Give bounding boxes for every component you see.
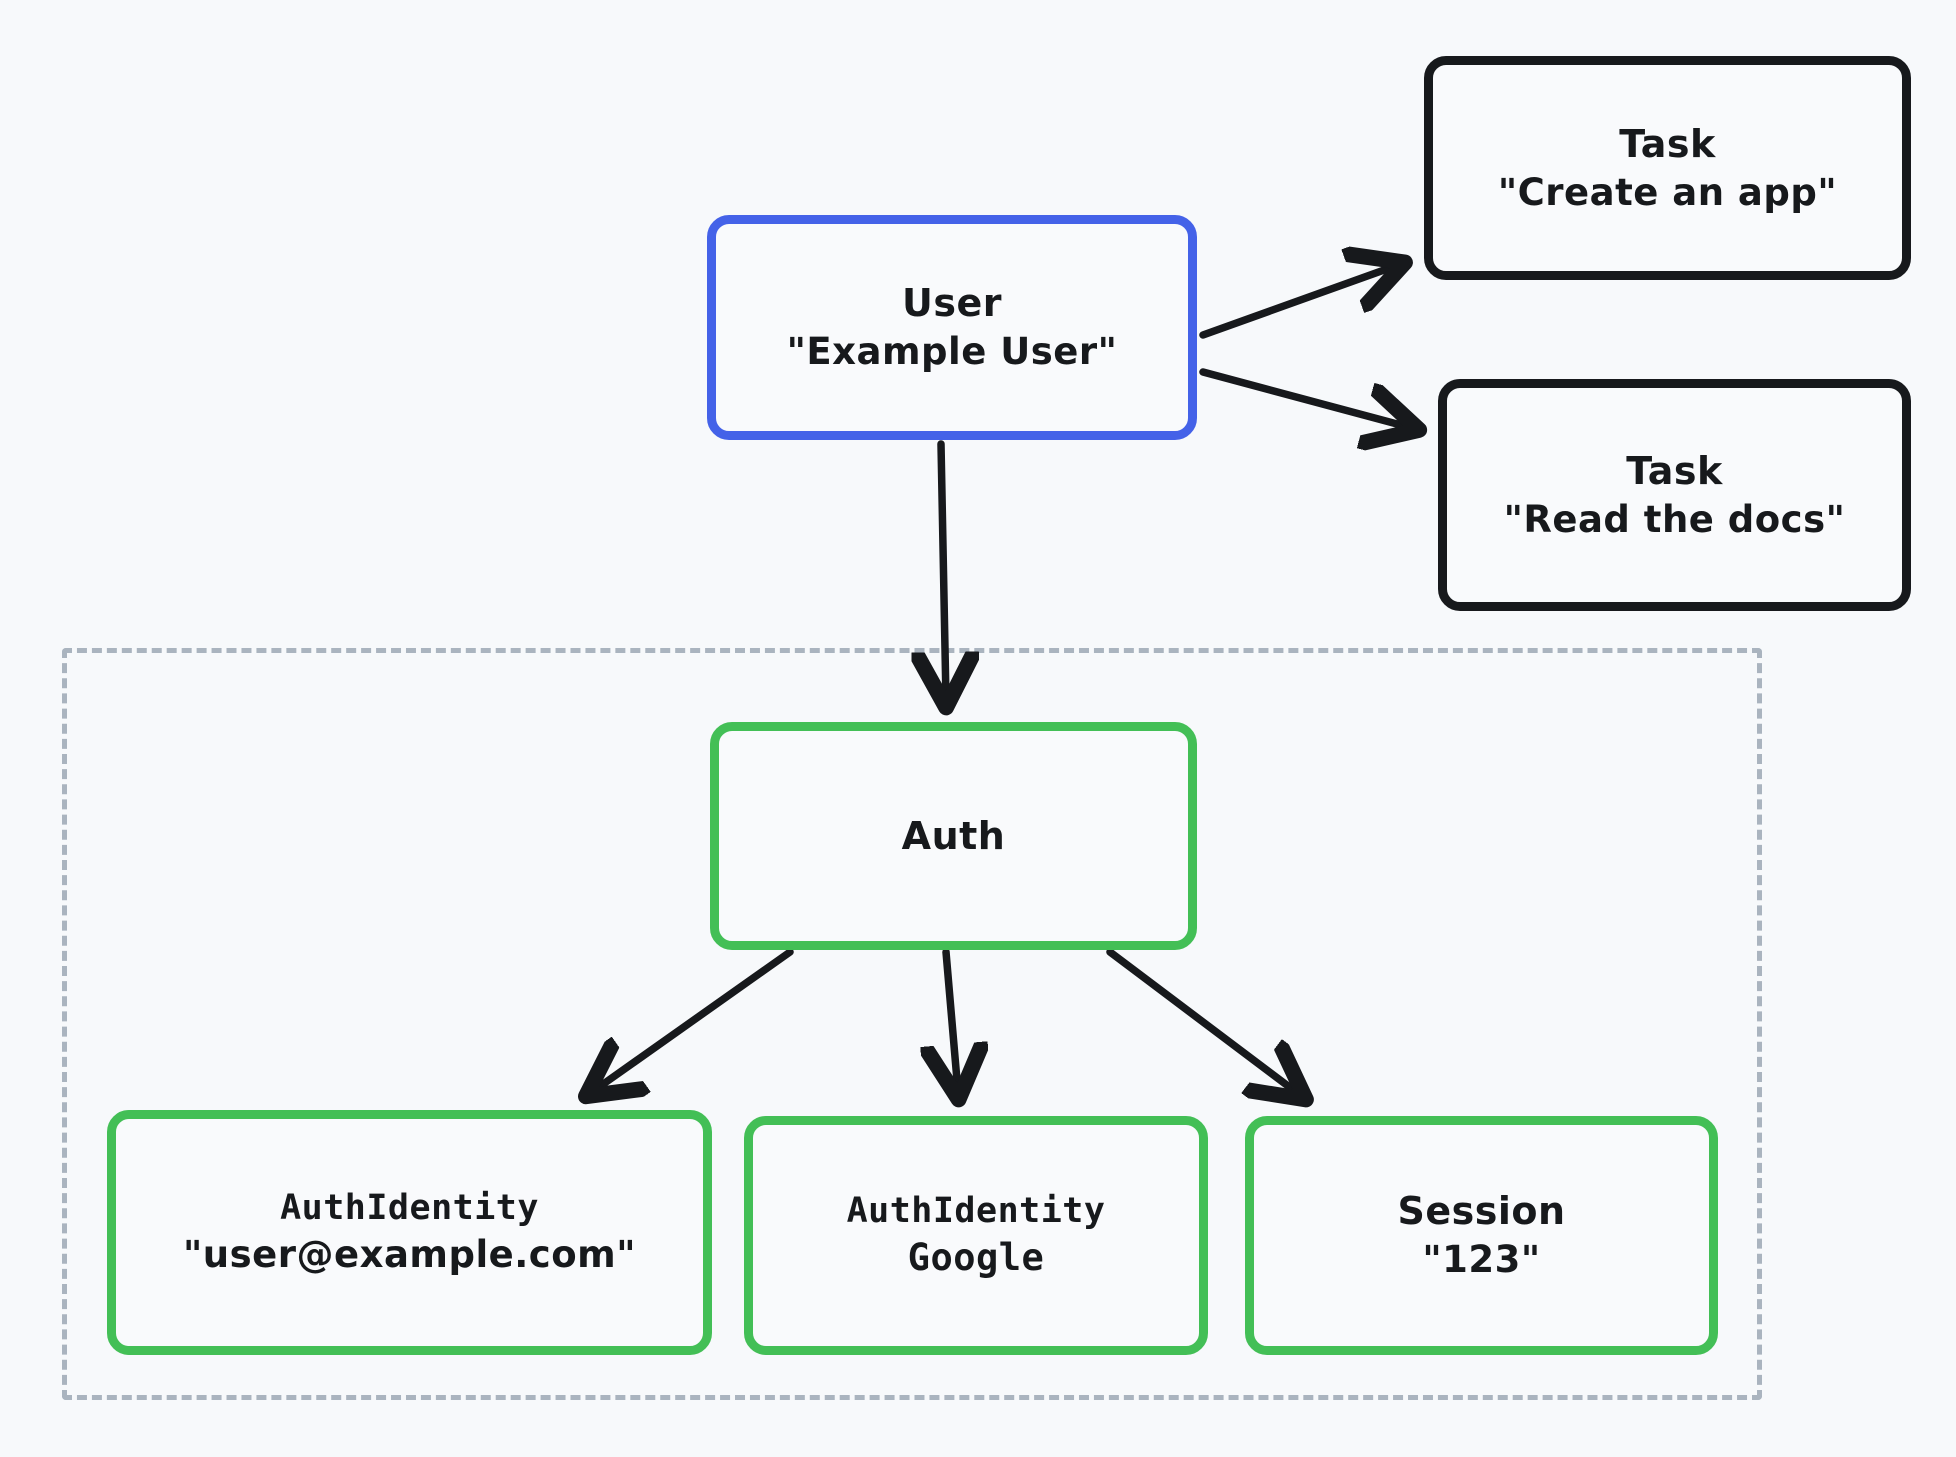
node-session-value: "123": [1422, 1238, 1541, 1282]
node-user-value: "Example User": [786, 330, 1118, 374]
node-auth[interactable]: Auth: [710, 722, 1197, 950]
edge-user-to-task-read-docs: [1199, 368, 1412, 428]
node-task-read-docs-value: "Read the docs": [1503, 497, 1846, 541]
node-task-create-app-type: Task: [1619, 121, 1716, 166]
node-authidentity-email[interactable]: AuthIdentity "user@example.com": [107, 1110, 712, 1355]
node-user[interactable]: User "Example User": [707, 215, 1197, 440]
node-user-type: User: [902, 281, 1002, 325]
node-task-create-app[interactable]: Task "Create an app": [1424, 56, 1911, 280]
node-authidentity-google-type: AuthIdentity: [846, 1190, 1106, 1231]
node-task-create-app-value: "Create an app": [1497, 170, 1838, 214]
node-authidentity-email-value: "user@example.com": [183, 1233, 636, 1277]
auth-group-container: [62, 648, 1762, 1400]
edge-user-to-task-create-app: [1199, 265, 1398, 339]
node-authidentity-google[interactable]: AuthIdentity Google: [744, 1116, 1208, 1355]
node-session-type: Session: [1397, 1189, 1566, 1233]
node-auth-type: Auth: [901, 813, 1006, 858]
node-task-read-docs-type: Task: [1626, 448, 1723, 493]
node-session[interactable]: Session "123": [1245, 1116, 1718, 1355]
node-task-read-docs[interactable]: Task "Read the docs": [1438, 379, 1911, 611]
node-authidentity-email-type: AuthIdentity: [280, 1187, 539, 1228]
node-authidentity-google-value: Google: [907, 1236, 1045, 1280]
